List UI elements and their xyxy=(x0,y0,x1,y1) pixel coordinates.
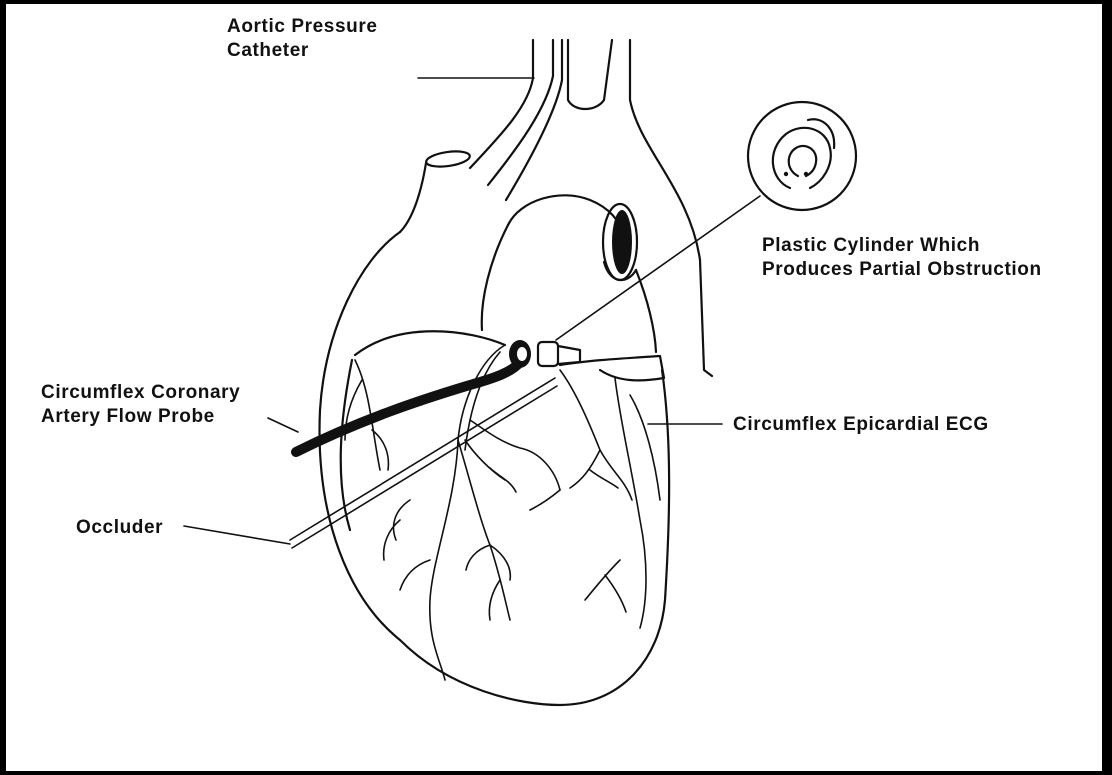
label-line: Plastic Cylinder Which xyxy=(762,234,1042,258)
heart-outline xyxy=(320,232,670,705)
diagram-page: Aortic Pressure Catheter Plastic Cylinde… xyxy=(6,4,1102,771)
label-occluder: Occluder xyxy=(76,516,163,540)
vessel-stub-left xyxy=(400,149,471,232)
label-line: Artery Flow Probe xyxy=(41,405,240,429)
pulmonary-vessel xyxy=(482,195,637,330)
label-epicardial-ecg: Circumflex Epicardial ECG xyxy=(733,413,989,437)
label-line: Circumflex Coronary xyxy=(41,381,240,405)
label-line: Catheter xyxy=(227,39,378,63)
cylinder-inset xyxy=(748,102,856,210)
leader-lines xyxy=(184,78,760,544)
label-aortic-pressure-catheter: Aortic Pressure Catheter xyxy=(227,15,378,63)
label-plastic-cylinder: Plastic Cylinder Which Produces Partial … xyxy=(762,234,1042,282)
aorta xyxy=(470,40,712,376)
label-line: Aortic Pressure xyxy=(227,15,378,39)
label-line: Produces Partial Obstruction xyxy=(762,258,1042,282)
coronary-arteries xyxy=(345,345,660,680)
label-flow-probe: Circumflex Coronary Artery Flow Probe xyxy=(41,381,240,429)
plastic-cylinder-device xyxy=(538,342,580,366)
